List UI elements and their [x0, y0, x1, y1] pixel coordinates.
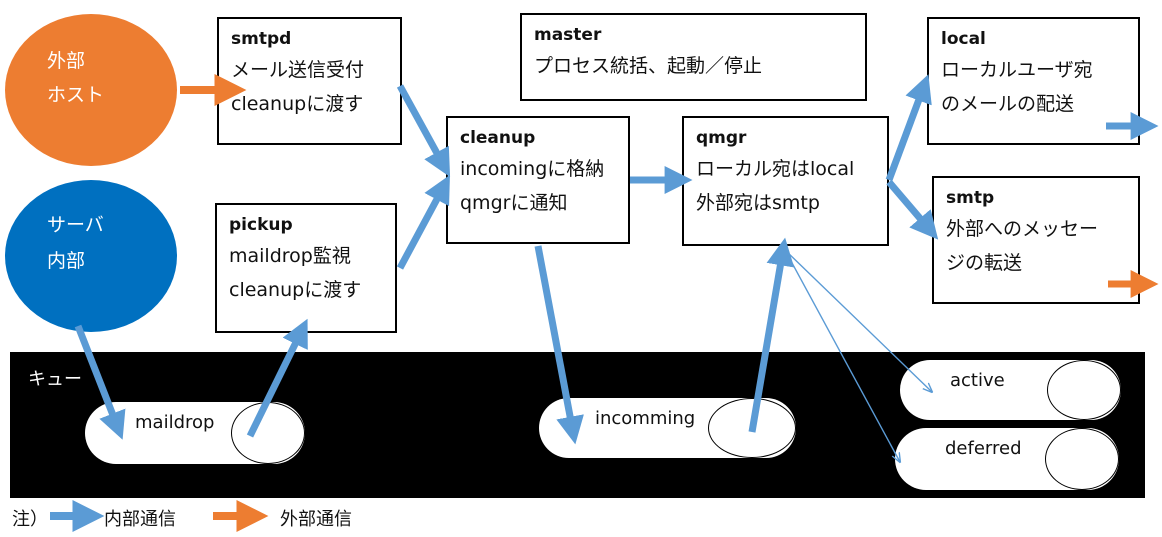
pickup-title: pickup	[229, 215, 293, 235]
arrow-cleanup-to-incoming	[534, 245, 584, 445]
smtp-title: smtp	[946, 188, 995, 208]
queue-active-cap	[1047, 360, 1121, 420]
qmgr-box: qmgr ローカル宛はlocal 外部宛はsmtp	[682, 116, 889, 246]
queue-deferred: deferred	[895, 428, 1119, 490]
pickup-line-2: cleanupに渡す	[229, 279, 362, 301]
pickup-line-1: maildrop監視	[229, 245, 351, 267]
legend-note: 注）	[12, 509, 48, 530]
arrow-qmgr-to-deferred	[784, 249, 900, 462]
local-line-2: のメールの配送	[941, 93, 1075, 115]
queue-active-label: active	[950, 370, 1005, 391]
arrow-incoming-to-qmgr	[748, 237, 795, 433]
internal-host-label-1: サーバ	[47, 214, 104, 236]
arrow-qmgr-to-smtp	[886, 179, 939, 240]
cleanup-line-1: incomingに格納	[460, 158, 605, 180]
smtp-line-2: ジの転送	[946, 252, 1023, 274]
queue-deferred-cap	[1045, 428, 1119, 490]
local-line-1: ローカルユーザ宛	[941, 59, 1093, 81]
smtpd-line-2: cleanupに渡す	[231, 93, 364, 115]
arrow-qmgr-to-active	[784, 249, 932, 392]
arrow-smtpd-to-cleanup	[396, 84, 451, 178]
arrow-qmgr-to-local	[885, 74, 932, 182]
queue-label: キュー	[28, 369, 82, 390]
external-host-label-2: ホスト	[47, 84, 105, 106]
local-box: local ローカルユーザ宛 のメールの配送	[927, 17, 1140, 145]
queue-active: active	[900, 360, 1121, 420]
cleanup-line-2: qmgrに通知	[460, 192, 568, 214]
arrow-maildrop-to-pickup	[246, 318, 308, 438]
pickup-box: pickup maildrop監視 cleanupに渡す	[215, 203, 397, 333]
queue-incoming-label: incomming	[595, 408, 696, 429]
qmgr-title: qmgr	[696, 128, 747, 148]
master-box: master プロセス統括、起動／停止	[520, 13, 867, 101]
external-host-node: 外部 ホスト	[5, 14, 177, 166]
cleanup-box: cleanup incomingに格納 qmgrに通知	[446, 116, 630, 244]
smtpd-line-1: メール送信受付	[231, 59, 365, 81]
cleanup-title: cleanup	[460, 128, 536, 148]
arrow-pickup-to-cleanup	[396, 174, 450, 270]
internal-host-label-2: 内部	[47, 250, 86, 272]
local-title: local	[941, 29, 986, 49]
external-host-label-1: 外部	[47, 50, 86, 72]
master-line-1: プロセス統括、起動／停止	[534, 55, 763, 77]
smtp-line-1: 外部へのメッセー	[946, 218, 1099, 240]
arrow-internal-to-maildrop	[74, 324, 126, 440]
internal-host-node: サーバ 内部	[5, 180, 177, 332]
master-title: master	[534, 25, 602, 45]
legend-external-label: 外部通信	[280, 509, 352, 530]
queue-maildrop-cap	[231, 402, 305, 464]
queue-deferred-label: deferred	[945, 438, 1022, 459]
smtp-box: smtp 外部へのメッセー ジの転送	[932, 176, 1140, 304]
legend-internal-label: 内部通信	[104, 509, 176, 530]
qmgr-line-1: ローカル宛はlocal	[696, 158, 855, 180]
qmgr-line-2: 外部宛はsmtp	[696, 192, 820, 214]
smtpd-title: smtpd	[231, 29, 292, 49]
smtpd-box: smtpd メール送信受付 cleanupに渡す	[217, 17, 402, 145]
queue-maildrop-label: maildrop	[135, 412, 215, 433]
